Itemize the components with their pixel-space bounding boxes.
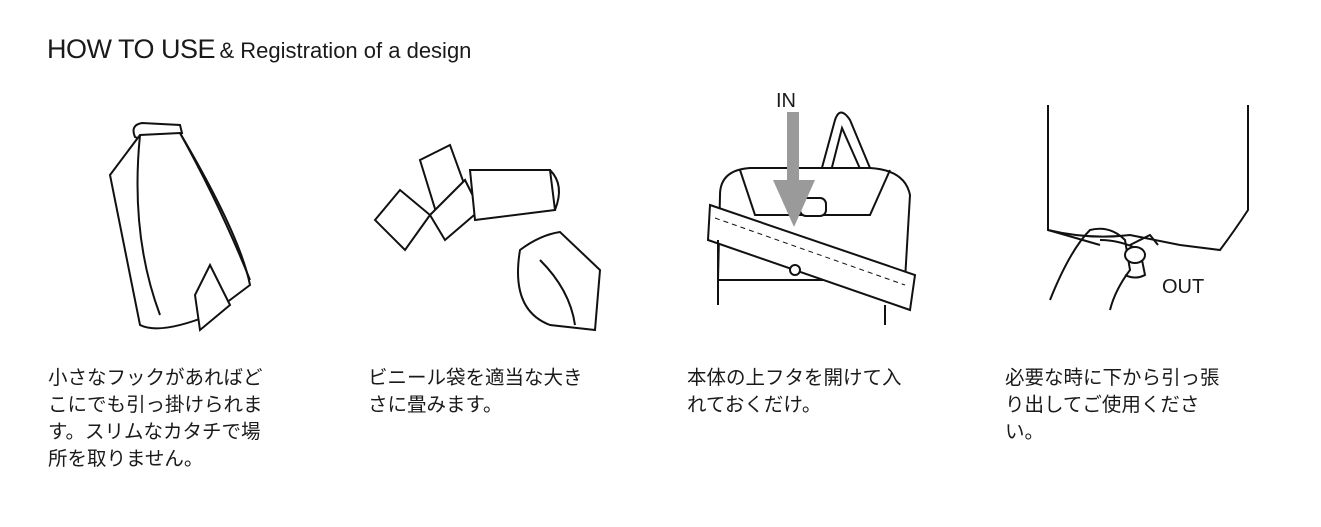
open-case-illustration (700, 100, 930, 330)
text-line: 必要な時に下から引っ張 (1005, 366, 1220, 389)
text-line: 本体の上フタを開けて入 (687, 366, 902, 389)
title-main: HOW TO USE (47, 34, 216, 64)
text-line: れておくだけ。 (687, 393, 822, 416)
text-line: さに畳みます。 (368, 393, 503, 416)
text-line: す。スリムなカタチで場 (48, 420, 261, 443)
in-label: IN (776, 90, 796, 112)
text-line: 所を取りません。 (48, 447, 204, 470)
step-4-description: 必要な時に下から引っ張 り出してご使用くださ い。 (1005, 364, 1285, 445)
out-label: OUT (1162, 276, 1205, 298)
text-line: 小さなフックがあればど (48, 366, 263, 389)
text-line: ビニール袋を適当な大き (368, 366, 583, 389)
folded-bags-illustration (370, 140, 630, 340)
in-arrow-icon (773, 112, 815, 227)
pull-out-illustration (1030, 100, 1260, 330)
text-line: こにでも引っ掛けられま (48, 393, 263, 416)
step-3-description: 本体の上フタを開けて入 れておくだけ。 (687, 364, 967, 418)
text-line: い。 (1005, 420, 1045, 443)
page-title: HOW TO USE & Registration of a design (47, 34, 471, 65)
step-2-description: ビニール袋を適当な大き さに畳みます。 (368, 364, 648, 418)
step-1-description: 小さなフックがあればど こにでも引っ掛けられま す。スリムなカタチで場 所を取り… (48, 364, 328, 472)
hanging-bag-illustration (100, 115, 260, 345)
title-sub: & Registration of a design (219, 38, 472, 63)
text-line: り出してご使用くださ (1005, 393, 1200, 416)
